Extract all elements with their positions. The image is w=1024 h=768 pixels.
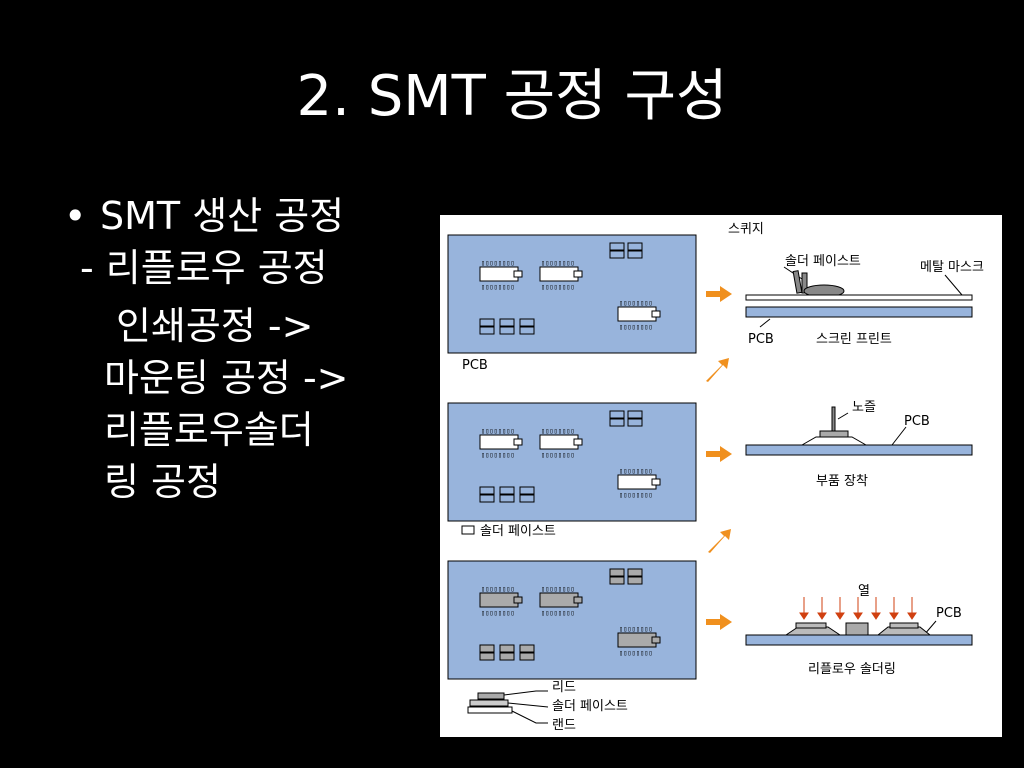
slide-title: 2. SMT 공정 구성 [296, 64, 728, 129]
down-left-arrow-icon [708, 529, 731, 553]
mounting-caption: 부품 장착 [816, 474, 868, 489]
bullet-main: • SMT 생산 공정 [60, 190, 420, 242]
stage2-legend-label: 솔더 페이스트 [480, 524, 556, 539]
bullet-sub: - 리플로우 공정 [80, 246, 328, 290]
stage1-pcb: PCB [748, 332, 774, 347]
solder-paste-legend-icon [461, 525, 475, 535]
reflow-illustration [745, 620, 973, 646]
stage3-pcb: PCB [936, 606, 962, 621]
heat-arrows [799, 597, 917, 620]
nozzle-label: 노즐 [852, 400, 876, 415]
bullet-detail: 인쇄공정 -> 마운팅 공정 -> 리플로우솔더 링 공정 [60, 300, 420, 508]
screen-print-illustration [745, 266, 973, 328]
screen-print-caption: 스크린 프린트 [816, 332, 892, 347]
bullet-detail-line: 인쇄공정 -> [116, 304, 314, 348]
down-left-arrow-icon [706, 358, 729, 382]
legend-solder-paste-label: 솔더 페이스트 [552, 699, 628, 714]
land-label: 랜드 [552, 718, 576, 733]
stage2-pcb: PCB [904, 414, 930, 429]
layer-legend-illustration [467, 690, 549, 724]
right-arrow-icon [706, 446, 732, 462]
right-arrow-icon [706, 614, 732, 630]
squeegee-label: 스퀴지 [728, 222, 764, 237]
solder-paste-label: 솔더 페이스트 [785, 254, 861, 269]
bullet-list: • SMT 생산 공정 - 리플로우 공정 인쇄공정 -> 마운팅 공정 -> … [60, 190, 420, 508]
lead-label: 리드 [552, 680, 576, 695]
smt-process-diagram: ▯▯▯▯▯▯▯▯ ▯▯▯▯▯▯▯▯ ▯▯▯▯▯▯▯▯ ▯▯▯▯▯▯▯▯ PCB … [440, 215, 1002, 737]
reflow-caption: 리플로우 솔더링 [808, 662, 896, 677]
bullet-detail-line: 마운팅 공정 -> [104, 356, 349, 400]
metal-mask-label: 메탈 마스크 [920, 260, 984, 275]
stage1-pcb-label: PCB [462, 358, 488, 373]
bullet-main-text: SMT 생산 공정 [100, 194, 345, 238]
bullet-dot-icon: • [64, 194, 87, 238]
bullet-detail-line: 링 공정 [104, 460, 221, 504]
stage1-board [447, 234, 697, 354]
bullet-detail-line: 리플로우솔더 [104, 408, 314, 452]
mounting-illustration [745, 406, 973, 456]
stage2-board [447, 402, 697, 522]
right-arrow-icon [706, 286, 732, 302]
heat-label: 열 [858, 584, 870, 599]
stage3-board [447, 560, 697, 680]
